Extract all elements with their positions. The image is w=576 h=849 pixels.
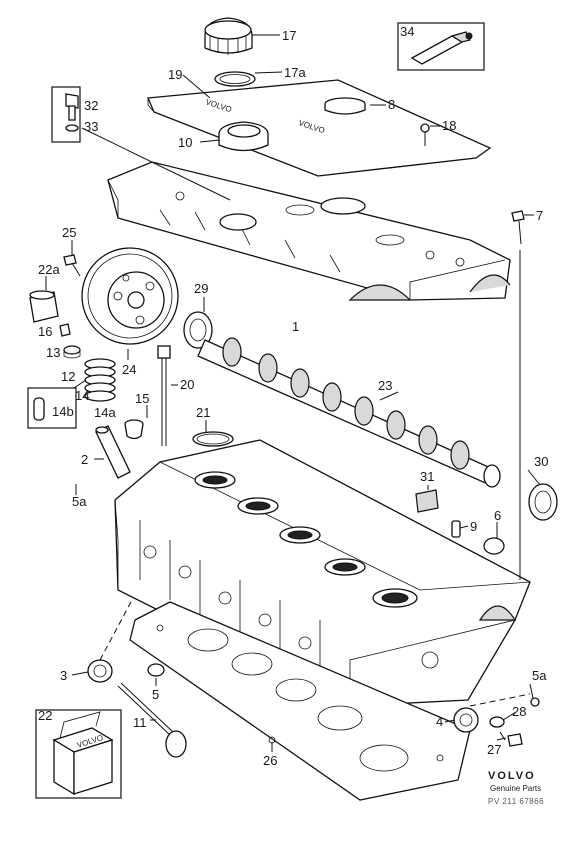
label-27: 27	[487, 742, 501, 757]
label-7: 7	[536, 208, 543, 223]
seal-ring	[147, 663, 165, 677]
label-3: 3	[60, 668, 67, 683]
plug-seal	[453, 707, 479, 733]
oil-filler-cap	[204, 17, 253, 55]
label-8: 8	[388, 97, 395, 112]
head-gasket	[129, 601, 471, 801]
label-6: 6	[494, 508, 501, 523]
guide-pin	[95, 425, 131, 479]
label-2: 2	[81, 452, 88, 467]
label-28: 28	[512, 704, 526, 719]
label-14: 14	[75, 388, 89, 403]
label-22a: 22a	[38, 262, 60, 277]
label-25: 25	[62, 225, 76, 240]
reference-number: PV 211 67866	[488, 797, 544, 806]
label-33: 33	[84, 119, 98, 134]
label-24: 24	[122, 362, 136, 377]
bush	[415, 489, 439, 513]
camshaft	[197, 337, 501, 488]
label-11: 11	[133, 715, 147, 730]
camshaft-seal	[183, 311, 213, 349]
label-5a-left: 5a	[72, 494, 87, 509]
valve-guide-box	[27, 387, 77, 429]
sealant-tube-box	[397, 22, 485, 71]
label-22: 22	[38, 708, 52, 723]
label-16: 16	[38, 324, 52, 339]
camshaft-end-plug	[324, 97, 366, 115]
valve-collets	[59, 323, 81, 359]
label-1: 1	[292, 319, 299, 334]
label-31: 31	[420, 469, 434, 484]
sprocket-bolt	[63, 254, 81, 277]
oil-cap-seal-ring	[214, 71, 256, 87]
label-15: 15	[135, 391, 149, 406]
label-9: 9	[470, 519, 477, 534]
cam-plug	[29, 290, 59, 323]
camshaft-cover-plate: VOLVO VOLVO	[147, 79, 492, 177]
valve	[117, 682, 187, 758]
bolt-washer-box	[51, 86, 81, 143]
label-13: 13	[46, 345, 60, 360]
label-29: 29	[194, 281, 208, 296]
valve-spring	[84, 358, 116, 402]
label-23: 23	[378, 378, 392, 393]
label-17: 17	[282, 28, 296, 43]
head-bolt	[157, 345, 171, 446]
label-14a: 14a	[94, 405, 116, 420]
branding: VOLVO Genuine Parts PV 211 67866	[488, 770, 544, 806]
washer	[489, 716, 505, 728]
label-4: 4	[436, 714, 443, 729]
housing-bolt	[511, 210, 525, 245]
label-30: 30	[534, 454, 548, 469]
label-34: 34	[400, 24, 414, 39]
cap-28	[530, 697, 540, 707]
label-32: 32	[84, 98, 98, 113]
label-19: 19	[168, 67, 182, 82]
valve-stem-seal	[124, 419, 144, 440]
expansion-plug	[483, 537, 505, 555]
label-14b: 14b	[52, 404, 74, 419]
label-21: 21	[196, 405, 210, 420]
label-17a: 17a	[284, 65, 306, 80]
volvo-logo: VOLVO	[488, 770, 536, 782]
label-20: 20	[180, 377, 194, 392]
camshaft-rear-seal	[528, 483, 558, 521]
cover-screw	[420, 123, 430, 146]
label-26: 26	[263, 753, 277, 768]
gasket-kit-box	[35, 709, 122, 799]
label-12: 12	[61, 369, 75, 384]
valve-seat-seal	[87, 659, 113, 683]
camshaft-housing	[107, 161, 511, 301]
o-ring	[192, 431, 234, 447]
leader-lines	[45, 74, 541, 752]
label-5: 5	[152, 687, 159, 702]
filler-neck-seal	[218, 121, 269, 152]
label-18: 18	[442, 118, 456, 133]
dowel-pin	[451, 520, 461, 538]
label-5a-right: 5a	[532, 668, 547, 683]
genuine-parts-text: Genuine Parts	[490, 784, 541, 793]
camshaft-sprocket	[81, 247, 179, 345]
label-10: 10	[178, 135, 192, 150]
